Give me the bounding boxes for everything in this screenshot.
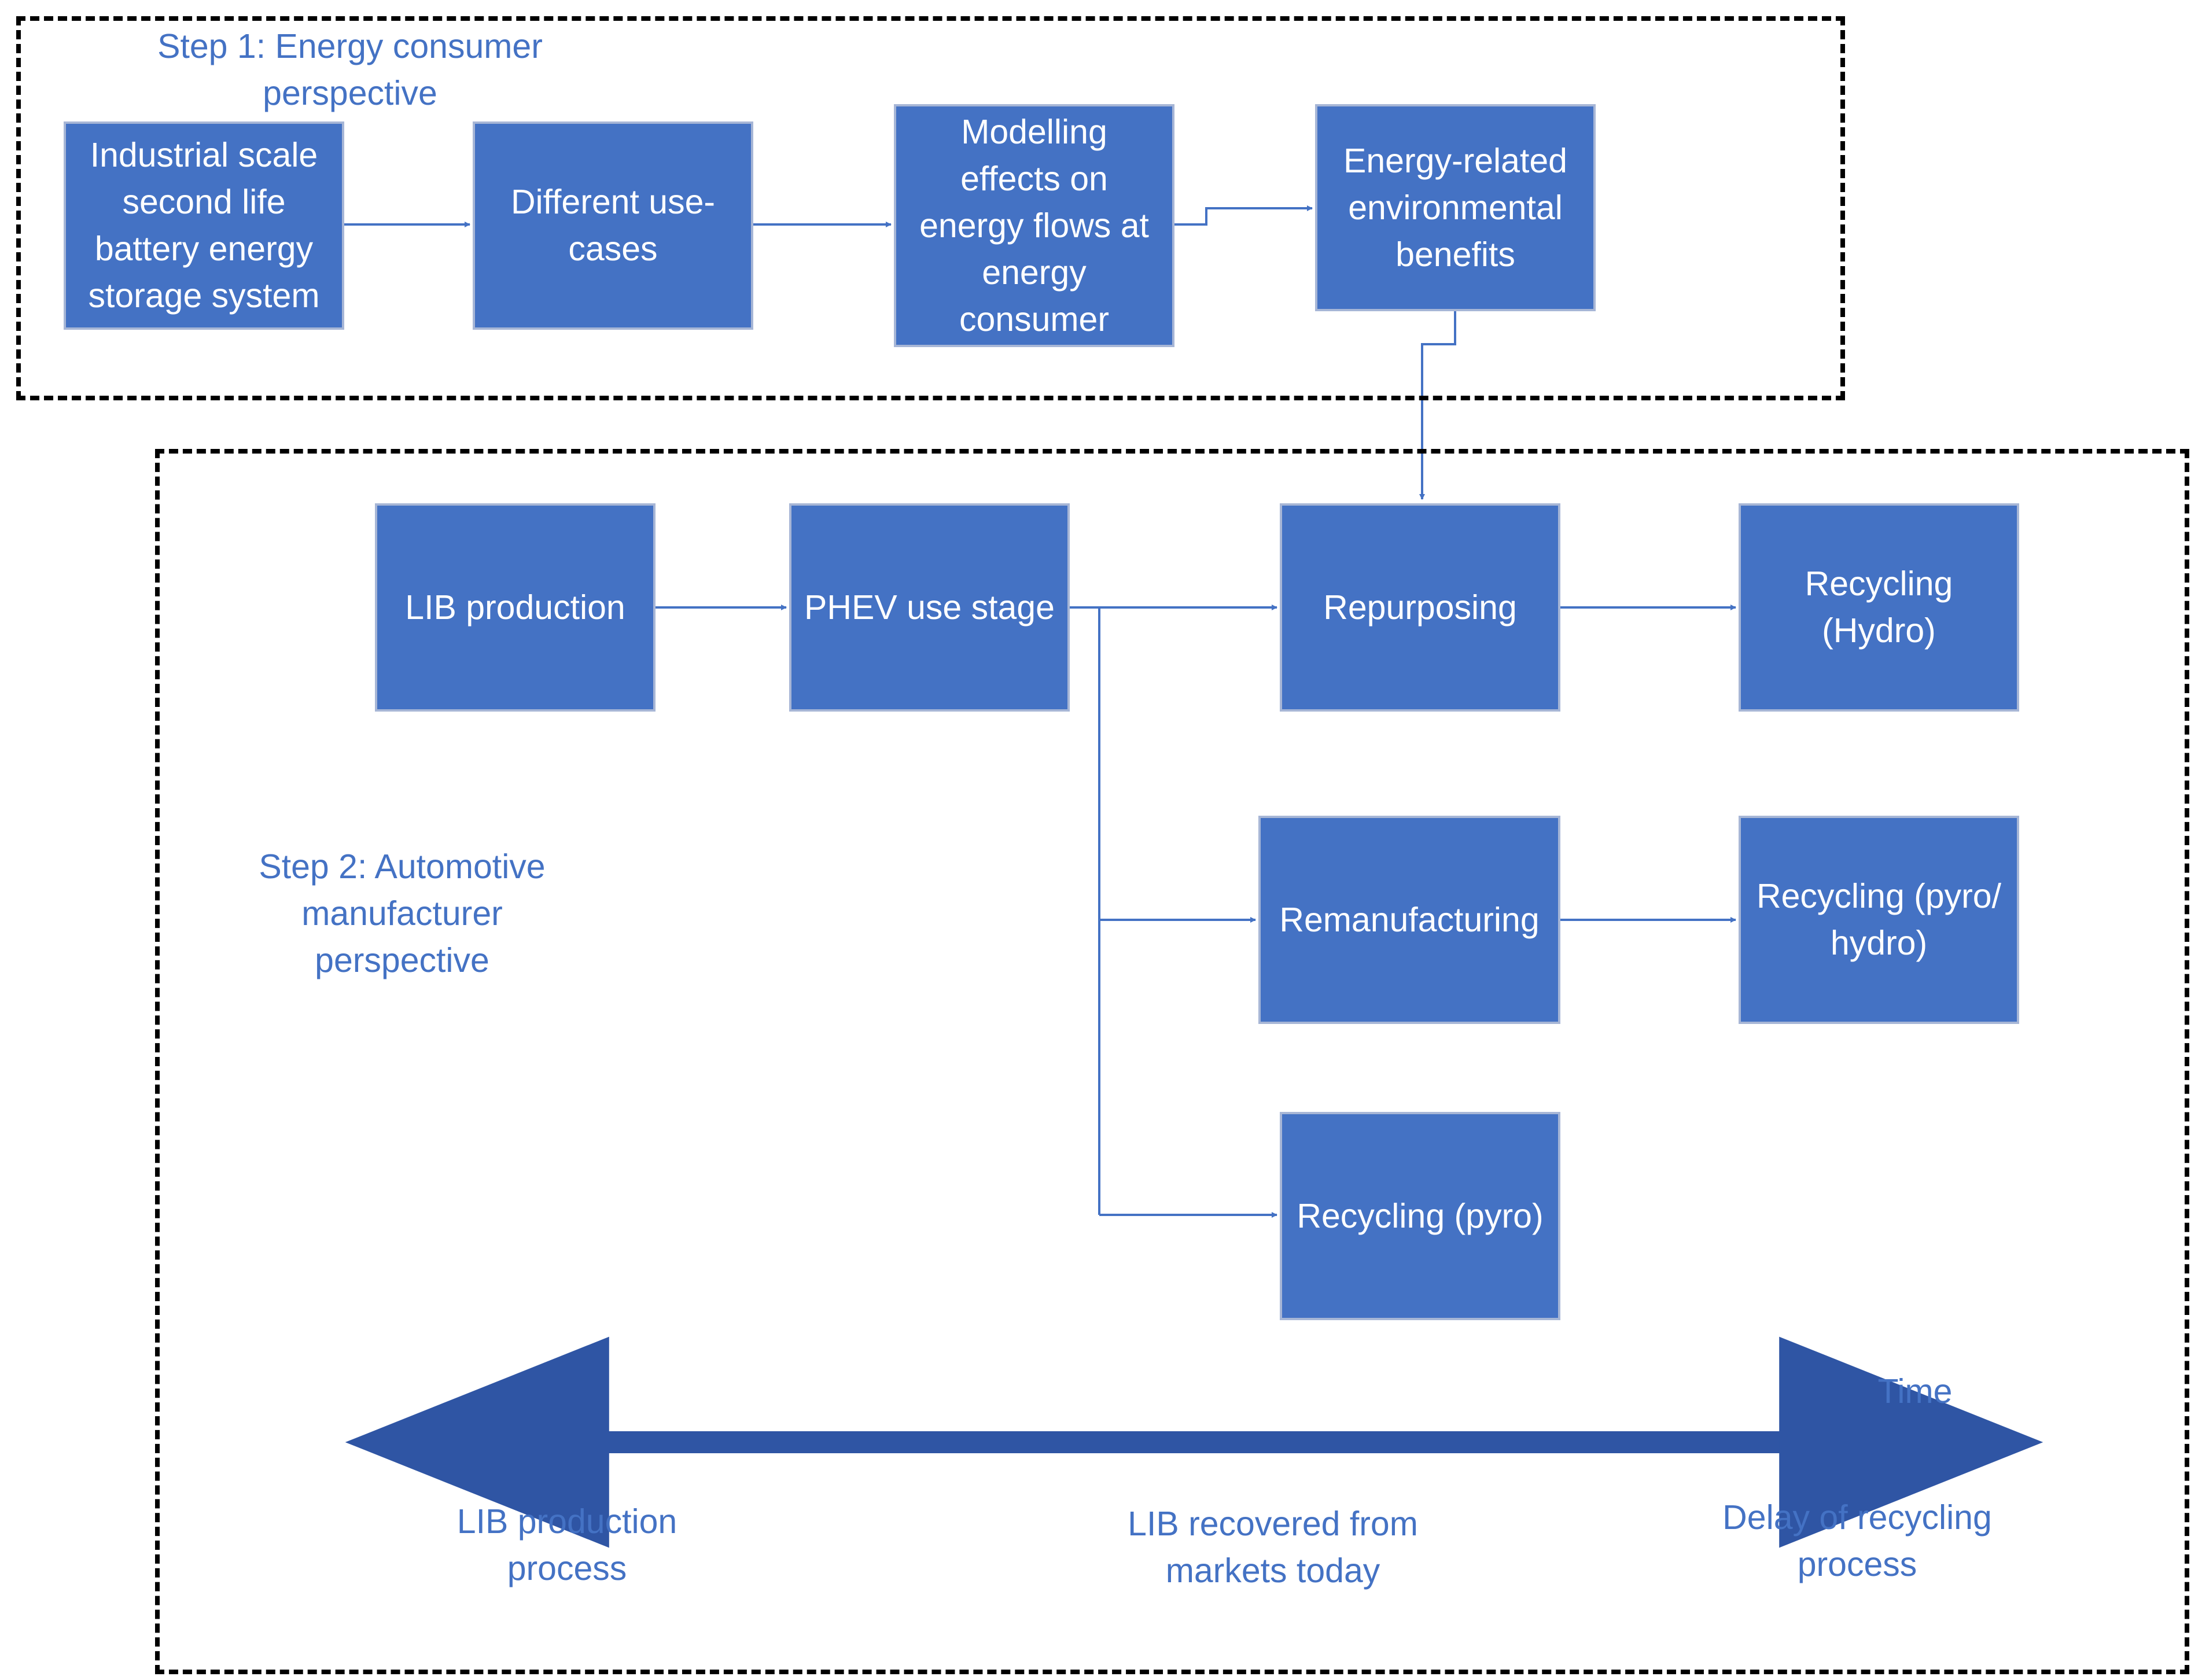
- box-benefits: Energy-related environmental benefits: [1315, 104, 1596, 311]
- timeline-label-middle: LIB recovered from markets today: [1128, 1505, 1418, 1590]
- step2-frame: [155, 449, 2189, 1674]
- box-remanufacturing: Remanufacturing: [1258, 816, 1560, 1024]
- step1-frame: [16, 16, 1845, 400]
- step2-title: Step 2: Automotive manufacturer perspect…: [259, 848, 546, 979]
- box-recycling-pyro-hydro: Recycling (pyro/ hydro): [1739, 816, 2019, 1024]
- box-phev-use-stage: PHEV use stage: [789, 503, 1070, 712]
- box-bess: Industrial scale second life battery ene…: [64, 121, 344, 330]
- box-lib-production: LIB production: [375, 503, 656, 712]
- timeline-label-left: LIB production process: [456, 1502, 677, 1587]
- box-recycling-pyro: Recycling (pyro): [1280, 1112, 1560, 1320]
- box-recycling-hydro: Recycling (Hydro): [1739, 503, 2019, 712]
- arrow-benefits-to-repurposing: [1419, 311, 1456, 500]
- box-modelling: Modelling effects on energy flows at ene…: [894, 104, 1174, 347]
- box-use-cases: Different use- cases: [473, 121, 753, 330]
- box-repurposing: Repurposing: [1280, 503, 1560, 712]
- step1-title: Step 1: Energy consumer perspective: [157, 27, 543, 112]
- time-label: Time: [1877, 1372, 1953, 1410]
- arrow-modelling-to-benefits: [1174, 205, 1313, 226]
- timeline-label-right: Delay of recycling process: [1722, 1498, 1992, 1583]
